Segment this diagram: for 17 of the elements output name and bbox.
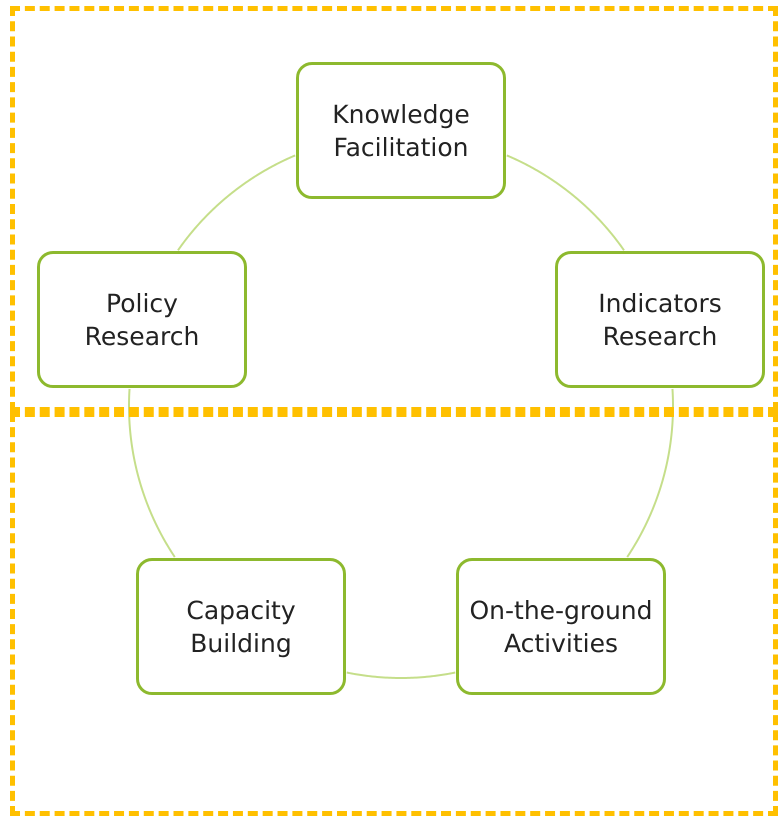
node-label: On-the-ground Activities <box>468 594 654 660</box>
process-box <box>555 251 765 388</box>
dashed-group-box <box>10 6 778 412</box>
dashed-group-box <box>10 412 778 816</box>
connector-arc <box>128 388 176 558</box>
connector-arc <box>177 154 296 251</box>
process-box <box>136 558 346 695</box>
node-label: Indicators Research <box>597 288 723 352</box>
node-label: Policy Research <box>84 288 200 352</box>
connector-arc <box>626 388 674 558</box>
node-label: Knowledge Facilitation <box>331 98 471 164</box>
process-box <box>37 251 247 388</box>
connector-arc <box>506 154 625 251</box>
process-box <box>456 558 666 695</box>
process-box <box>296 62 506 199</box>
connector-arc <box>346 672 456 679</box>
node-label: Capacity Building <box>185 594 297 660</box>
